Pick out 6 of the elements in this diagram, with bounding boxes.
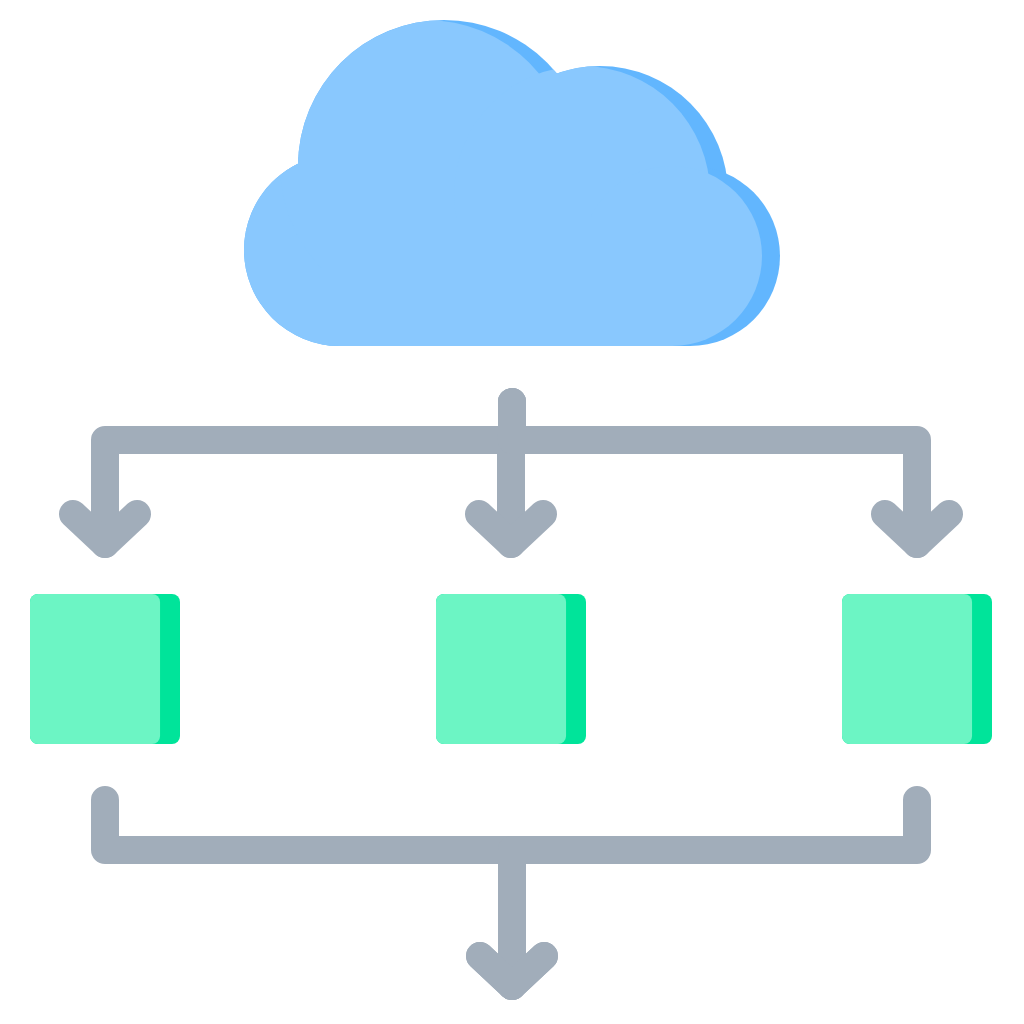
block xyxy=(842,594,992,744)
arrow xyxy=(498,388,963,558)
block xyxy=(30,594,180,744)
cloud xyxy=(244,20,780,346)
block xyxy=(436,594,586,744)
arrow xyxy=(466,786,931,1000)
